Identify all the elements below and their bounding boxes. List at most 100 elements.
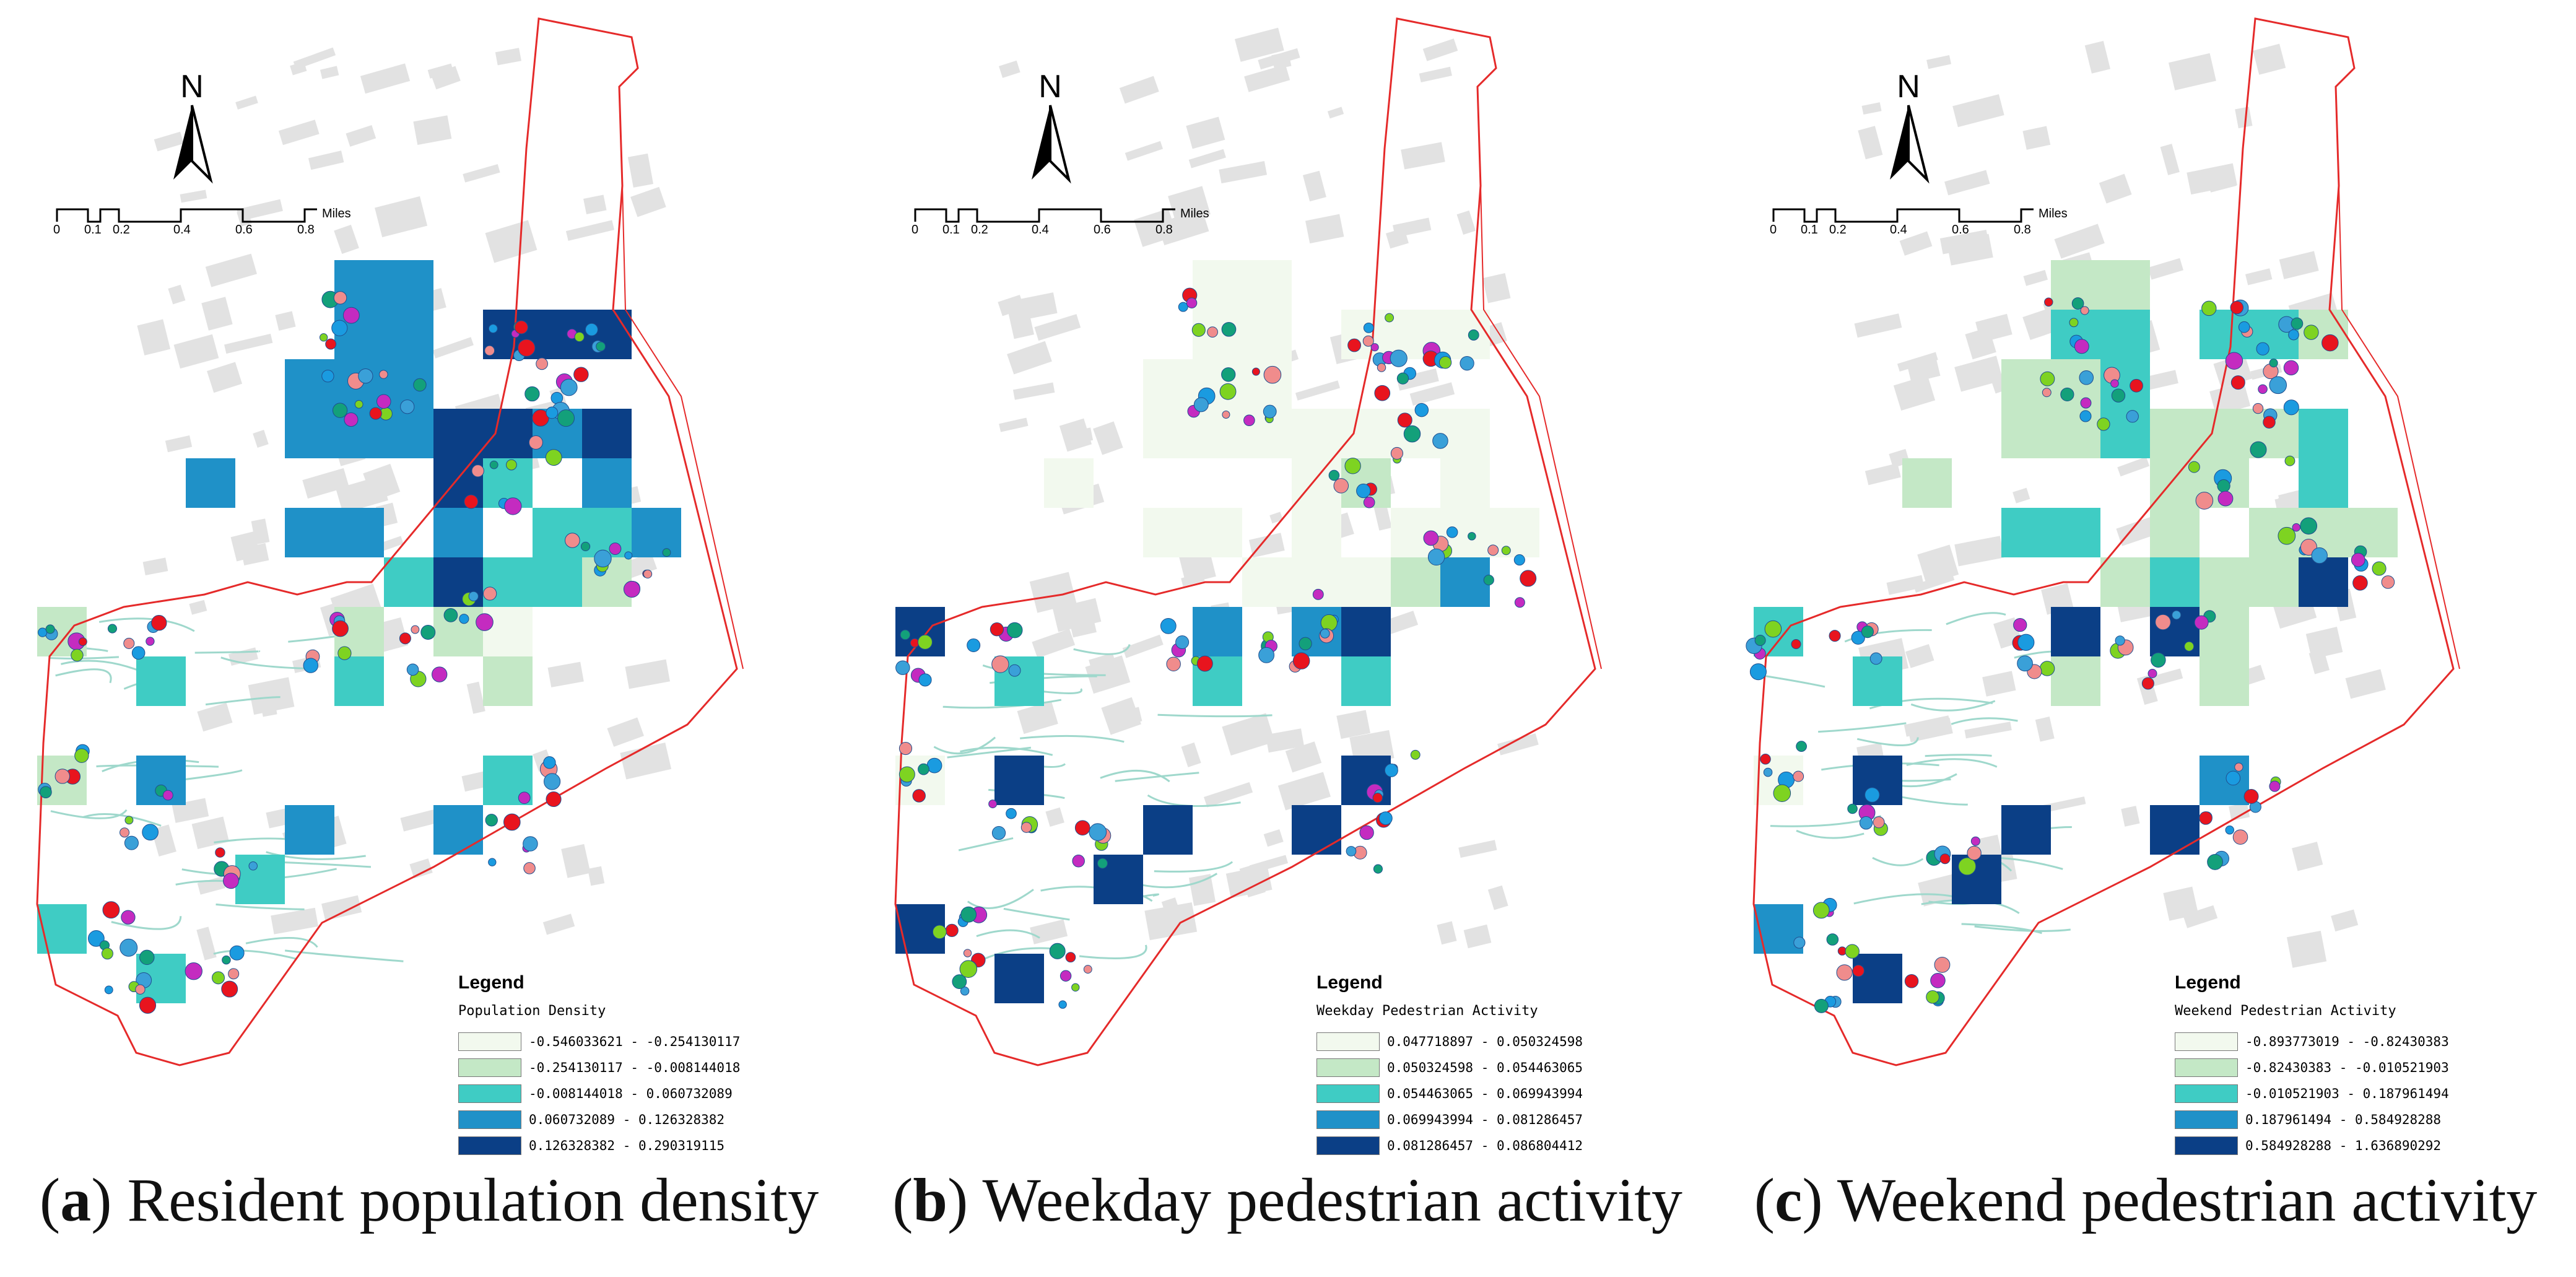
activity-point [1222,411,1230,419]
activity-point [1390,349,1408,367]
building [302,468,349,499]
building [1305,214,1344,244]
scale-bar-graphic [914,208,1175,223]
panel-caption: (c) Weekend pedestrian activity [1717,1164,2575,1236]
building [2147,258,2183,280]
activity-point [2321,334,2339,352]
activity-point [580,541,591,552]
activity-point [1773,784,1791,802]
grid-cell [2051,359,2100,409]
building [607,717,644,747]
building [627,153,654,188]
building [2308,649,2330,674]
building [1458,840,1497,858]
building [1854,313,1902,338]
building [237,199,283,222]
activity-point [1346,846,1357,856]
grid-cell [1440,310,1490,359]
activity-point [139,996,157,1014]
activity-point [2252,403,2264,414]
activity-point [1812,902,1830,919]
activity-point [2040,371,2055,386]
building [2117,456,2150,477]
activity-point [432,666,448,682]
activity-point [1513,554,1525,566]
activity-point [162,790,173,801]
activity-point [354,399,363,409]
activity-point [2269,376,2287,394]
activity-point [624,551,633,560]
activity-point [546,406,559,419]
activity-point [1845,944,1860,959]
activity-point [215,847,225,858]
building [336,476,388,514]
grid-cell [1193,409,1242,458]
building [1917,544,1959,585]
building [334,224,359,255]
grid-cell [2100,310,2150,359]
grid-cell [1143,409,1193,458]
activity-point [1320,614,1338,632]
activity-point [1397,412,1412,428]
activity-point [967,638,981,652]
activity-point [2017,655,2033,672]
park-path [174,769,243,782]
scale-bar: 0 0.1 0.2 0.4 0.6 0.8 Miles [912,204,1236,242]
activity-point [2311,547,2328,564]
activity-point [918,673,932,687]
activity-point [952,974,967,990]
building [189,599,207,615]
building [346,124,376,147]
building [2041,583,2074,615]
activity-point [1060,970,1072,982]
building [1954,536,2004,567]
legend-subtitle: Population Density [458,1003,606,1019]
activity-point [1362,335,1374,347]
activity-point [1468,532,1476,541]
park-path [48,656,120,660]
park-path [1139,873,1218,889]
legend-row: -0.82430383 - -0.010521903 [2175,1055,2546,1081]
activity-point [1970,836,1980,846]
building [1186,116,1225,149]
park-path [976,929,1040,939]
building [1456,210,1476,235]
activity-point [2184,641,2195,652]
activity-point [988,800,998,809]
grid-cell [533,508,582,557]
activity-point [1763,767,1773,777]
grid-cell [1341,756,1391,805]
building [1258,48,1300,70]
activity-point [1427,548,1445,566]
scale-bar: 0 0.1 0.2 0.4 0.6 0.8 Miles [1770,204,2094,242]
legend-swatch [458,1032,521,1051]
building [1944,170,1990,196]
building [999,417,1029,432]
park-path [960,746,1053,756]
grid-cell [1193,260,1242,310]
legend-row: -0.893773019 - -0.82430383 [2175,1029,2546,1055]
grid-cell [1143,508,1193,557]
activity-point [532,409,549,427]
district-boundary [894,17,1596,1066]
grid-cell [136,656,186,706]
building [588,866,605,886]
activity-point [1826,933,1839,946]
activity-point [1869,652,1882,665]
park-path [55,668,112,684]
grid-cell [582,508,632,557]
grid-cell [2200,557,2249,607]
activity-point [1487,544,1499,556]
grid-cell [2200,310,2249,359]
building [205,253,257,287]
activity-point [1065,952,1076,963]
district-boundary-inner [1480,185,1602,669]
building [2187,163,2237,195]
activity-point [594,549,612,568]
activity-point [358,368,373,384]
activity-point [544,773,561,790]
legend-swatch [1316,1084,1380,1103]
grid-cell [1341,607,1391,656]
grid-cell [994,954,1044,1003]
map-canvas [1746,17,2460,1066]
